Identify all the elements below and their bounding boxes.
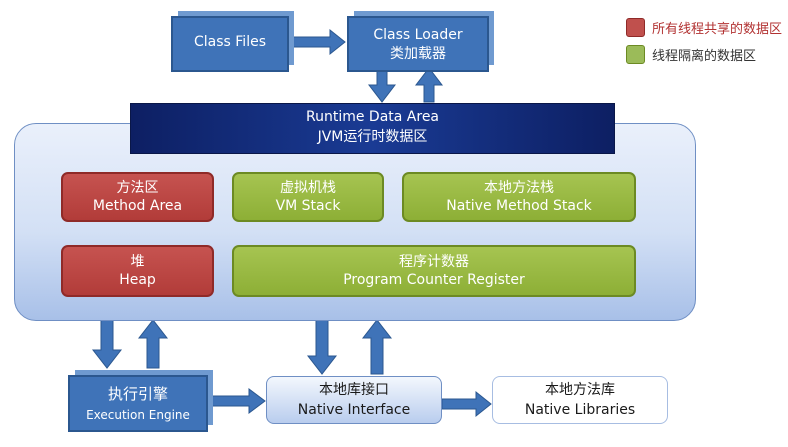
legend-item-shared: 所有线程共享的数据区 [626,18,782,37]
legend-label-isolated: 线程隔离的数据区 [652,49,757,64]
arrow-engine-up [137,319,169,369]
program-counter-zh: 程序计数器 [399,253,469,270]
class-files-box: Class Files [171,16,289,72]
runtime-label-en: Runtime Data Area [305,109,440,125]
native-method-stack-zh: 本地方法栈 [484,179,554,196]
native-libraries-zh: 本地方法库 [545,382,615,398]
arrow-engine-down [91,319,123,369]
arrow-loader-down [367,69,397,103]
arrow-loader-up [414,67,444,103]
class-files-label: Class Files [193,34,266,50]
native-libraries-box: 本地方法库 Native Libraries [492,376,668,424]
vm-stack-zh: 虚拟机栈 [280,179,336,196]
execution-engine-zh: 执行引擎 [107,385,168,403]
method-area-zh: 方法区 [116,179,159,196]
arrow-engine-to-interface [210,388,266,414]
legend-swatch-red [626,18,645,37]
class-loader-label-en: Class Loader [373,27,463,43]
legend-swatch-green [626,45,645,64]
arrow-interface-down [306,319,338,375]
heap-box: 堆 Heap [61,245,214,297]
arrow-interface-up [361,319,393,375]
execution-engine-en: Execution Engine [86,408,190,422]
native-interface-box: 本地库接口 Native Interface [266,376,442,424]
legend-label-shared: 所有线程共享的数据区 [652,22,783,37]
native-interface-en: Native Interface [297,402,411,418]
native-interface-zh: 本地库接口 [319,382,389,398]
method-area-en: Method Area [92,198,183,214]
execution-engine-box: 执行引擎 Execution Engine [68,375,208,432]
arrow-classfiles-to-loader [288,28,346,56]
vm-stack-en: VM Stack [275,198,341,214]
native-libraries-en: Native Libraries [524,402,636,418]
class-loader-box: Class Loader 类加载器 [347,16,489,72]
heap-zh: 堆 [130,253,145,270]
method-area-box: 方法区 Method Area [61,172,214,222]
native-method-stack-box: 本地方法栈 Native Method Stack [402,172,636,222]
vm-stack-box: 虚拟机栈 VM Stack [232,172,384,222]
arrow-interface-to-libraries [441,390,492,418]
class-loader-label-zh: 类加载器 [390,46,446,62]
program-counter-en: Program Counter Register [343,272,525,288]
native-method-stack-en: Native Method Stack [446,198,592,214]
runtime-data-area-header: Runtime Data Area JVM运行时数据区 [130,103,615,154]
legend-item-isolated: 线程隔离的数据区 [626,45,756,64]
heap-en: Heap [119,272,156,288]
runtime-label-zh: JVM运行时数据区 [317,129,428,145]
program-counter-box: 程序计数器 Program Counter Register [232,245,636,297]
